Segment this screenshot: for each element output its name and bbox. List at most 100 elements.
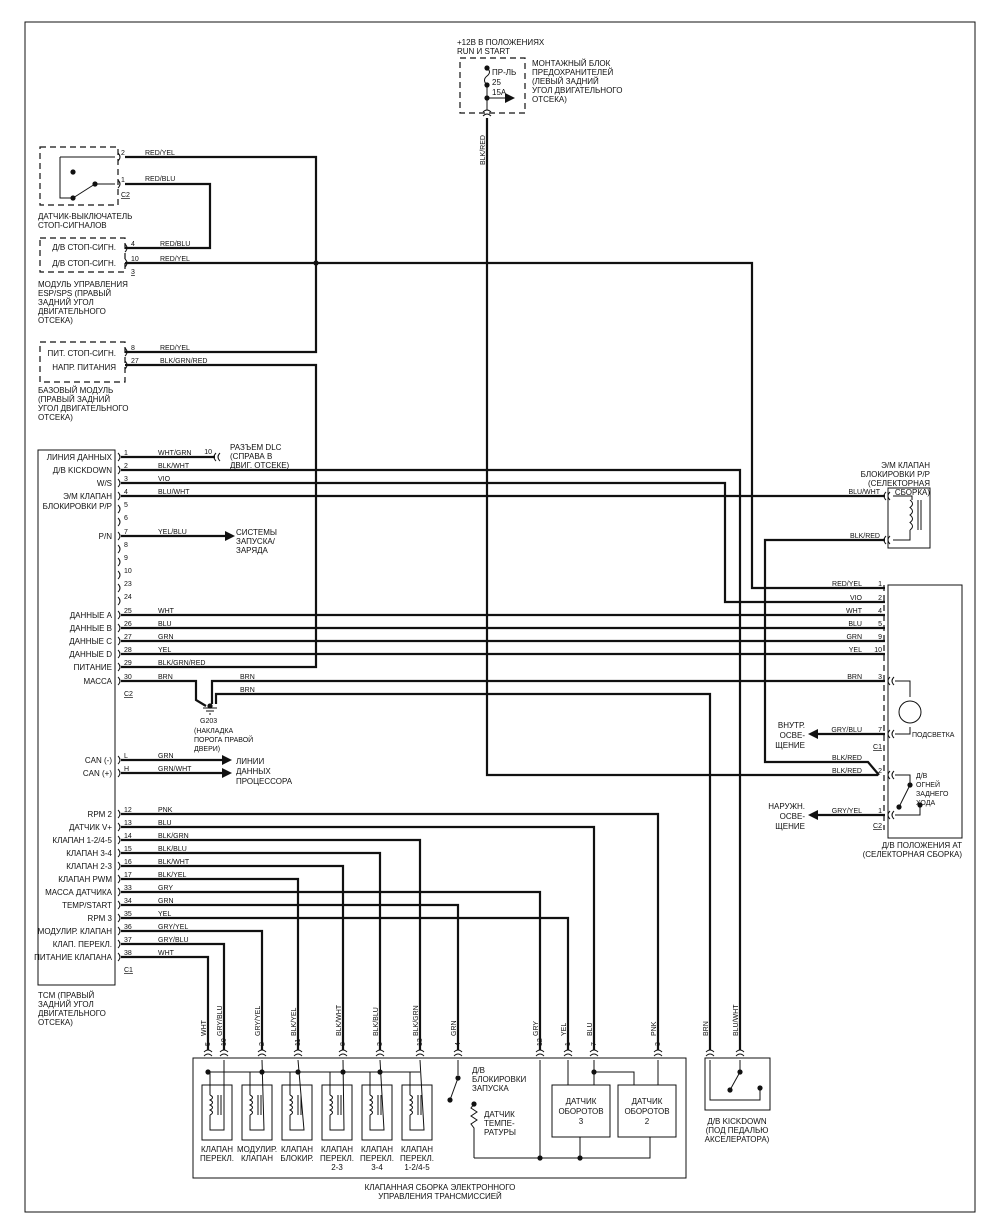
label: RPM 2	[88, 810, 113, 819]
connector-symbol	[375, 1049, 385, 1057]
wire-ground	[121, 679, 207, 707]
label: BLK/WHT	[336, 1004, 343, 1036]
label: GRY/YEL	[255, 1006, 262, 1036]
label: BLK/WHT	[158, 859, 190, 866]
sw-wire	[895, 774, 911, 785]
label: 1	[565, 1042, 572, 1046]
label: 1	[124, 450, 128, 457]
connector-symbol	[887, 770, 895, 780]
label: 13	[124, 820, 132, 827]
connector-symbol	[117, 662, 121, 672]
label: YEL/BLU	[158, 529, 187, 536]
fuse-icon	[484, 67, 490, 86]
connector-symbol	[117, 900, 121, 910]
label: BLK/GRN	[158, 833, 189, 840]
label: 4	[878, 608, 882, 615]
label: ДАТЧИК V+	[69, 823, 112, 832]
label: БЛОКИР.	[280, 1154, 313, 1163]
label: 15A	[492, 88, 507, 97]
label: 5	[878, 621, 882, 628]
label: (ПРАВЫЙ ЗАДНИЙ	[38, 395, 110, 404]
label: ДАННЫЕ A	[70, 611, 113, 620]
connector-symbol	[117, 557, 121, 567]
label: C2	[873, 823, 882, 830]
label: ДАННЫЕ B	[70, 624, 112, 633]
label: +12В В ПОЛОЖЕНИЯХ	[457, 38, 545, 47]
label: BLU	[848, 621, 862, 628]
label: BLK/YEL	[291, 1007, 298, 1036]
label: 27	[131, 358, 139, 365]
label: 7	[124, 529, 128, 536]
label: GRY/BLU	[831, 727, 862, 734]
label: КЛАПАН 1-2/4-5	[52, 836, 112, 845]
solenoid-valve-box	[361, 1084, 393, 1141]
label: ДАТЧИК	[632, 1097, 663, 1106]
wire-tcm-lower	[121, 838, 422, 1050]
label: BLU/WHT	[849, 489, 881, 496]
label: 2	[878, 768, 882, 775]
connector-symbol	[203, 1049, 213, 1057]
junction-dot	[207, 703, 213, 709]
label: ЗАПУСКА/	[236, 537, 276, 546]
label: BLK/BLU	[158, 846, 187, 853]
label: 24	[124, 594, 132, 601]
connector-symbol	[653, 1049, 663, 1057]
label: ДВИГ. ОТСЕКЕ)	[230, 461, 290, 470]
label: ЛИНИИ	[236, 757, 265, 766]
label: ДАННЫЕ C	[69, 637, 112, 646]
wire-tcm-lower	[121, 903, 460, 1050]
label: ЗАДНИЙ УГОЛ	[38, 1000, 94, 1009]
wire-red-blu	[125, 182, 212, 250]
label: 3	[377, 1042, 384, 1046]
label: КЛАПАН 2-3	[66, 862, 112, 871]
valve-wire	[329, 1059, 345, 1131]
label: BLK/YEL	[158, 872, 187, 879]
connector-symbol	[117, 913, 121, 923]
label: 2-3	[331, 1163, 343, 1172]
wire-blk-red-2	[763, 538, 885, 776]
label: НАПР. ПИТАНИЯ	[52, 363, 116, 372]
label: WHT	[846, 608, 863, 615]
label: BLU	[587, 1022, 594, 1036]
label: BLK/RED	[832, 768, 862, 775]
label: 12	[124, 807, 132, 814]
label: 1-2/4-5	[404, 1163, 430, 1172]
label: КЛАПАН 3-4	[66, 849, 112, 858]
switch-arm	[72, 183, 96, 199]
connector-symbol	[338, 1049, 348, 1057]
label: 12	[537, 1038, 544, 1046]
coil-icon	[208, 1094, 213, 1116]
connector-symbol	[117, 179, 121, 189]
label: КЛАПАН	[401, 1145, 433, 1154]
coil-icon	[248, 1094, 253, 1116]
label: 33	[124, 885, 132, 892]
label: 2	[259, 1042, 266, 1046]
label: BLK/RED	[480, 135, 487, 165]
arrow-icon	[222, 768, 232, 778]
label: BLU/WHT	[158, 489, 190, 496]
kickdown-box	[704, 1057, 771, 1111]
label: 7	[591, 1042, 598, 1046]
wire-kickdown	[121, 468, 742, 1050]
solenoid-valve-box	[201, 1084, 233, 1141]
label: 17	[124, 872, 132, 879]
tcm-box	[37, 449, 116, 986]
label: 34	[124, 898, 132, 905]
label: ЗАПУСКА	[472, 1084, 509, 1093]
label: 26	[124, 621, 132, 628]
connector-symbol	[117, 596, 121, 606]
label: Д/В ПОЛОЖЕНИЯ АТ	[882, 841, 962, 850]
label: P/N	[99, 532, 113, 541]
label: 14	[124, 833, 132, 840]
sw-wire	[895, 805, 921, 816]
label: 5	[205, 1042, 212, 1046]
label: VIO	[158, 476, 171, 483]
label: 3-4	[371, 1163, 383, 1172]
junction-dot	[577, 1155, 583, 1161]
wire-blk-red-main	[485, 118, 878, 777]
connector-symbol	[117, 465, 121, 475]
connector-symbol	[887, 810, 895, 820]
coil-icon	[328, 1094, 333, 1116]
page-frame	[24, 21, 976, 1213]
label: ОГНЕЙ	[916, 780, 940, 789]
